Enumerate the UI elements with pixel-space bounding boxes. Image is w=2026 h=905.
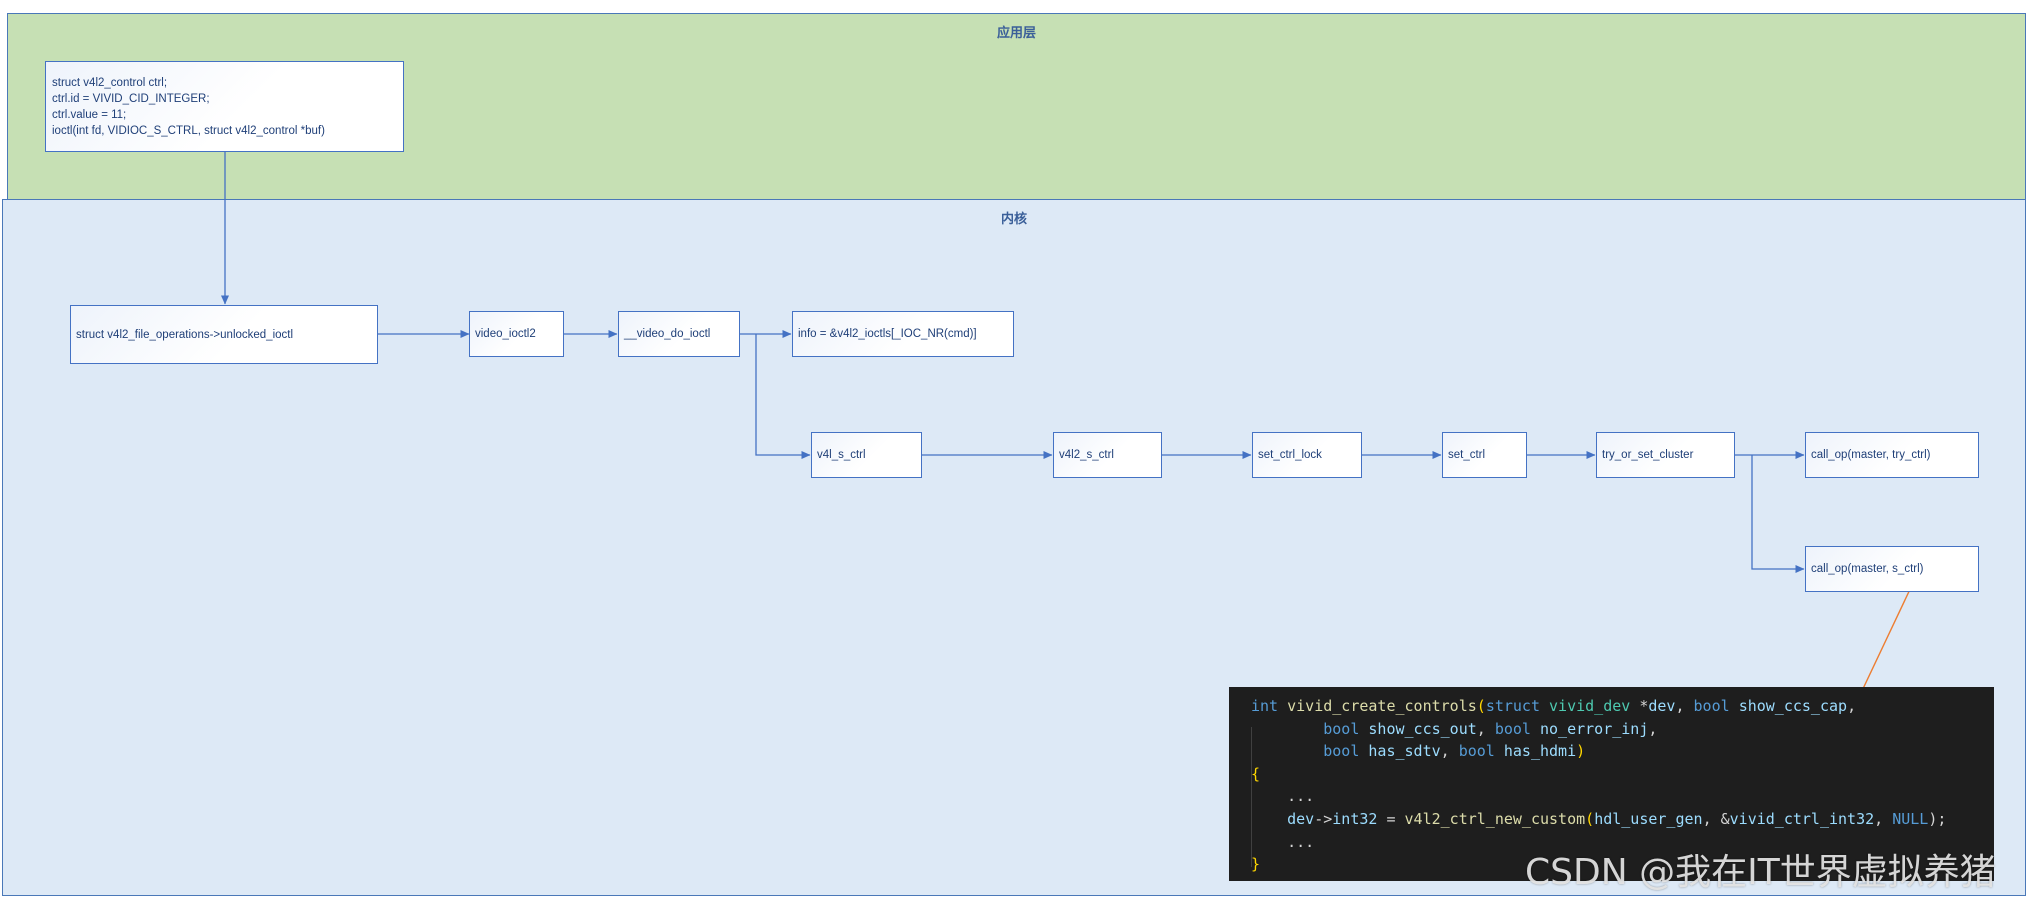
node-video-do-ioctl: __video_do_ioctl: [618, 311, 740, 357]
code-token: ,: [1675, 697, 1694, 715]
csdn-watermark: CSDN @我在IT世界虚拟养猪: [1525, 852, 1996, 893]
code-token: hdl_user_gen: [1594, 809, 1703, 828]
user-code-line: ioctl(int fd, VIDIOC_S_CTRL, struct v4l2…: [52, 125, 325, 137]
code-token: [1251, 810, 1287, 828]
code-token: int32: [1332, 809, 1378, 828]
code-token: ,: [1476, 719, 1495, 738]
code-token: ): [1576, 742, 1586, 761]
code-token: struct: [1485, 697, 1540, 715]
code-token: vivid_create_controls: [1287, 697, 1477, 715]
kernel-title: 内核: [1000, 211, 1027, 226]
code-token: dev: [1287, 809, 1315, 828]
code-token: (: [1585, 809, 1595, 828]
code-token: bool: [1323, 719, 1360, 738]
code-line: int vivid_create_controls(struct vivid_d…: [1251, 695, 1994, 718]
code-token: {: [1251, 764, 1261, 783]
node-v4l2-s-ctrl: v4l2_s_ctrl: [1053, 432, 1162, 478]
code-token: NULL: [1892, 809, 1929, 828]
code-token: bool: [1458, 742, 1495, 761]
node-try-or-set-cluster: try_or_set_cluster: [1596, 432, 1735, 478]
code-line: }: [1251, 853, 1994, 876]
code-token: [1278, 697, 1287, 715]
code-token: (: [1476, 697, 1486, 715]
code-token: bool: [1494, 719, 1531, 738]
code-token: }: [1251, 855, 1261, 874]
code-token: [1251, 742, 1323, 760]
user-code-line: struct v4l2_control ctrl;: [52, 77, 168, 89]
code-token: [1730, 697, 1739, 715]
code-token: , &: [1702, 809, 1730, 828]
code-token: ...: [1251, 832, 1315, 851]
node-info-lookup: info = &v4l2_ioctls[_IOC_NR(cmd)]: [792, 311, 1014, 357]
code-token: has_sdtv: [1368, 742, 1441, 761]
node-set-ctrl-lock: set_ctrl_lock: [1252, 432, 1362, 478]
code-line: ...: [1251, 831, 1994, 854]
user-space-code-box: struct v4l2_control ctrl; ctrl.id = VIVI…: [45, 61, 404, 152]
code-token: ,: [1440, 742, 1459, 761]
code-line: bool show_ccs_out, bool no_error_inj,: [1251, 718, 1994, 741]
code-token: [1495, 742, 1504, 760]
app-layer-title: 应用层: [996, 25, 1036, 40]
code-token: ,: [1847, 697, 1857, 715]
code-line: bool has_sdtv, bool has_hdmi): [1251, 740, 1994, 763]
code-token: bool: [1693, 697, 1730, 715]
code-token: show_ccs_cap: [1738, 697, 1848, 715]
node-call-s-ctrl: call_op(master, s_ctrl): [1805, 546, 1979, 592]
code-token: show_ccs_out: [1368, 719, 1477, 738]
node-set-ctrl: set_ctrl: [1442, 432, 1527, 478]
code-line: dev->int32 = v4l2_ctrl_new_custom(hdl_us…: [1251, 808, 1994, 831]
node-video-ioctl2: video_ioctl2: [469, 311, 564, 357]
code-token: [1540, 697, 1549, 715]
code-token: );: [1928, 809, 1947, 828]
code-token: ...: [1251, 787, 1315, 806]
code-token: [1531, 720, 1540, 738]
code-token: ,: [1648, 719, 1658, 738]
user-code-line: ctrl.id = VIVID_CID_INTEGER;: [52, 93, 210, 105]
code-token: no_error_inj: [1540, 719, 1649, 738]
code-token: has_hdmi: [1503, 742, 1577, 761]
code-token: vivid_ctrl_int32: [1729, 809, 1875, 828]
code-token: ,: [1874, 809, 1893, 828]
code-token: dev: [1648, 697, 1676, 715]
node-unlocked-ioctl: struct v4l2_file_operations->unlocked_io…: [70, 305, 378, 364]
code-line: {: [1251, 763, 1994, 786]
code-token: int: [1251, 697, 1279, 715]
code-token: vivid_dev: [1549, 697, 1631, 715]
code-token: *: [1630, 697, 1649, 715]
code-token: ->: [1314, 809, 1333, 828]
user-code-line: ctrl.value = 11;: [52, 109, 127, 121]
node-v4l-s-ctrl: v4l_s_ctrl: [811, 432, 922, 478]
code-token: bool: [1323, 742, 1360, 761]
node-call-try-ctrl: call_op(master, try_ctrl): [1805, 432, 1979, 478]
kernel-code-snippet: int vivid_create_controls(struct vivid_d…: [1229, 687, 1994, 881]
code-line: ...: [1251, 785, 1994, 808]
code-token: [1251, 720, 1323, 738]
code-token: v4l2_ctrl_new_custom: [1404, 809, 1586, 828]
indent-guide: [1251, 727, 1252, 867]
code-token: =: [1377, 809, 1405, 828]
